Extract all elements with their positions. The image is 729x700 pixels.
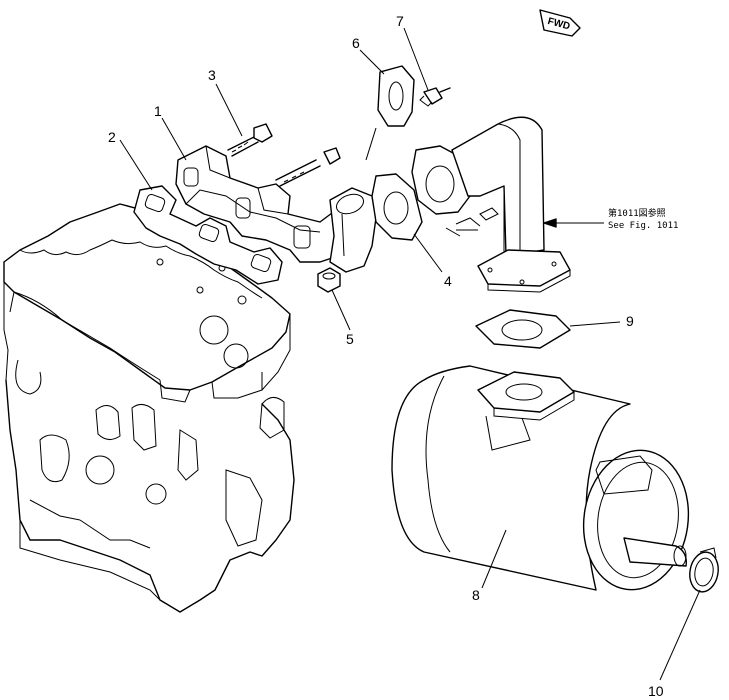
part-1-exhaust-manifold — [175, 145, 377, 273]
reference-note: 第1011図参照 See Fig. 1011 — [608, 207, 678, 231]
part-7-bolt — [419, 87, 451, 107]
callout-numbers: 1 2 3 4 5 6 7 8 9 10 — [108, 13, 664, 699]
exhaust-pipe — [411, 116, 571, 293]
fwd-direction-arrow: FWD — [539, 9, 581, 37]
callout-2: 2 — [108, 129, 116, 145]
callout-1: 1 — [154, 103, 162, 119]
callout-8: 8 — [472, 587, 480, 603]
leader-lines — [119, 27, 701, 681]
callout-9: 9 — [626, 313, 634, 329]
callout-4: 4 — [444, 273, 452, 289]
part-3-bolts — [227, 123, 341, 187]
callout-3: 3 — [208, 67, 216, 83]
callout-6: 6 — [352, 35, 360, 51]
part-2-manifold-gasket — [133, 185, 283, 285]
engine-block — [3, 203, 295, 613]
part-8-muffler — [391, 365, 690, 591]
part-10-clamp — [689, 547, 719, 593]
part-5-nut — [317, 267, 341, 293]
callout-5: 5 — [346, 331, 354, 347]
callout-7: 7 — [396, 13, 404, 29]
part-6-gasket — [377, 65, 415, 127]
part-4-gasket — [371, 173, 423, 241]
reference-note-line2: See Fig. 1011 — [608, 221, 678, 231]
reference-note-line1: 第1011図参照 — [608, 207, 666, 219]
part-9-gasket — [475, 309, 571, 349]
callout-10: 10 — [648, 683, 664, 699]
